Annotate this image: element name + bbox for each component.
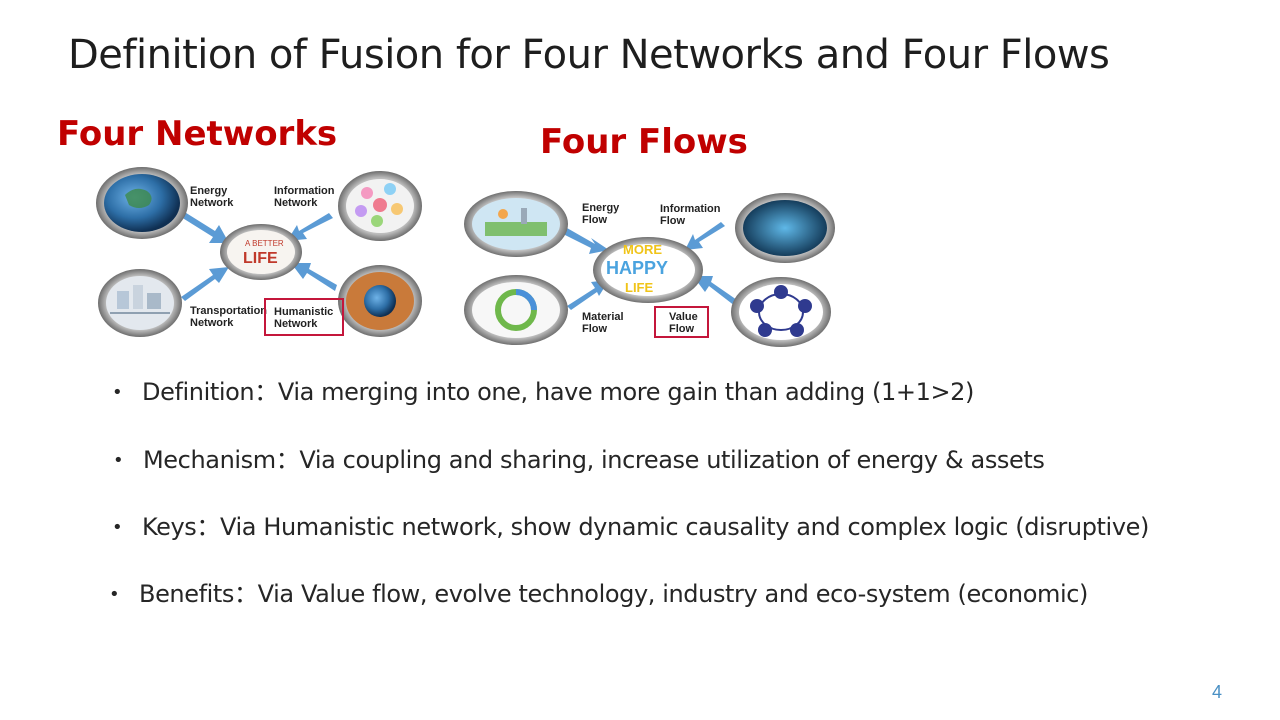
bullet-label: Benefits	[139, 580, 235, 608]
material-flow-image	[464, 275, 568, 345]
label-energy-network-line2: Network	[190, 197, 234, 209]
arrow-energy-to-center	[181, 211, 229, 243]
label-information-flow-line1: Information	[660, 203, 721, 215]
label-information-network-line2: Network	[274, 197, 318, 209]
bullet-dot: •	[109, 584, 120, 605]
label-value-flow: Value Flow	[669, 311, 698, 335]
arrow-value-flow	[693, 276, 737, 306]
four-flows-graphic: MORE HAPPY LIFE	[464, 191, 835, 347]
label-energy-flow-line2: Flow	[582, 214, 608, 226]
humanistic-network-image	[338, 265, 422, 337]
bullet-dot: •	[113, 450, 124, 471]
bullet-dot: •	[112, 382, 123, 403]
better-life-image: A BETTER LIFE	[220, 224, 302, 280]
energy-network-image	[96, 167, 188, 239]
label-humanistic-network: Humanistic Network	[274, 306, 333, 330]
humanistic-network-highlight	[264, 298, 344, 336]
label-information-flow: Information Flow	[660, 203, 721, 227]
information-flow-image	[735, 193, 835, 263]
center-text-top: A BETTER	[245, 239, 284, 248]
four-networks-diagram: A BETTER LIFE Energy Network Information…	[95, 163, 430, 343]
network-arrows	[181, 211, 337, 301]
energy-flow-image	[464, 191, 568, 257]
four-flows-heading: Four Flows	[540, 122, 748, 162]
transportation-network-image	[98, 269, 182, 337]
label-transportation-network-line2: Network	[190, 317, 234, 329]
bullet-benefits: • Benefits：Via Value flow, evolve technol…	[109, 574, 1088, 609]
arrow-transport-to-center	[181, 267, 229, 301]
bullet-text: Via Humanistic network, show dynamic cau…	[220, 513, 1149, 541]
label-information-network-line1: Information	[274, 185, 335, 197]
label-information-network: Information Network	[274, 185, 335, 209]
arrow-energy-flow	[563, 228, 609, 254]
label-humanistic-network-line1: Humanistic	[274, 306, 334, 318]
label-transportation-network-line1: Transportation	[190, 305, 268, 317]
four-networks-heading: Four Networks	[57, 114, 338, 154]
center-text-bottom: LIFE	[243, 250, 278, 267]
bullet-label: Mechanism	[143, 446, 276, 474]
bullet-separator: ：	[275, 446, 300, 474]
arrow-information-flow	[685, 222, 725, 250]
bullet-text: Via coupling and sharing, increase utili…	[299, 446, 1045, 474]
label-energy-network-line1: Energy	[190, 185, 228, 197]
bullet-separator: ：	[254, 378, 278, 406]
bullet-label: Definition	[142, 378, 255, 406]
bullet-definition: • Definition：Via merging into one, have m…	[112, 372, 974, 407]
label-material-flow-line1: Material	[582, 311, 624, 323]
slide-title: Definition of Fusion for Four Networks a…	[68, 32, 1110, 78]
arrow-info-to-center	[287, 213, 333, 241]
flow-center-text-3: LIFE	[625, 280, 653, 295]
bullet-text: Via merging into one, have more gain tha…	[277, 378, 975, 406]
label-energy-flow-line1: Energy	[582, 202, 620, 214]
four-flows-diagram: MORE HAPPY LIFE Energy Flow Information …	[463, 188, 843, 350]
bullet-keys: • Keys：Via Humanistic network, show dynam…	[112, 507, 1149, 542]
label-material-flow-line2: Flow	[582, 323, 608, 335]
bullet-text: Via Value flow, evolve technology, indus…	[257, 580, 1089, 608]
label-value-flow-line2: Flow	[669, 323, 695, 335]
information-network-image	[338, 171, 422, 241]
bullet-mechanism: • Mechanism：Via coupling and sharing, inc…	[113, 440, 1045, 475]
bullet-separator: ：	[196, 513, 221, 541]
label-material-flow: Material Flow	[582, 311, 624, 335]
label-energy-network: Energy Network	[190, 185, 233, 209]
value-flow-image	[731, 277, 831, 347]
arrow-humanistic-to-center	[291, 263, 337, 291]
flow-arrows	[563, 222, 737, 310]
four-networks-graphic: A BETTER LIFE	[96, 167, 422, 337]
label-information-flow-line2: Flow	[660, 215, 686, 227]
label-value-flow-line1: Value	[669, 311, 698, 323]
bullet-separator: ：	[234, 580, 258, 608]
bullet-dot: •	[112, 517, 123, 538]
page-number: 4	[1212, 682, 1223, 702]
value-flow-highlight	[654, 306, 709, 338]
flow-center-text-1: MORE	[623, 242, 662, 257]
arrow-material-flow	[567, 280, 609, 310]
bullet-label: Keys	[142, 513, 197, 541]
label-humanistic-network-line2: Network	[274, 318, 318, 330]
label-energy-flow: Energy Flow	[582, 202, 619, 226]
more-happy-life-image: MORE HAPPY LIFE	[593, 237, 703, 303]
flow-center-text-2: HAPPY	[606, 258, 668, 278]
label-transportation-network: Transportation Network	[190, 305, 267, 329]
